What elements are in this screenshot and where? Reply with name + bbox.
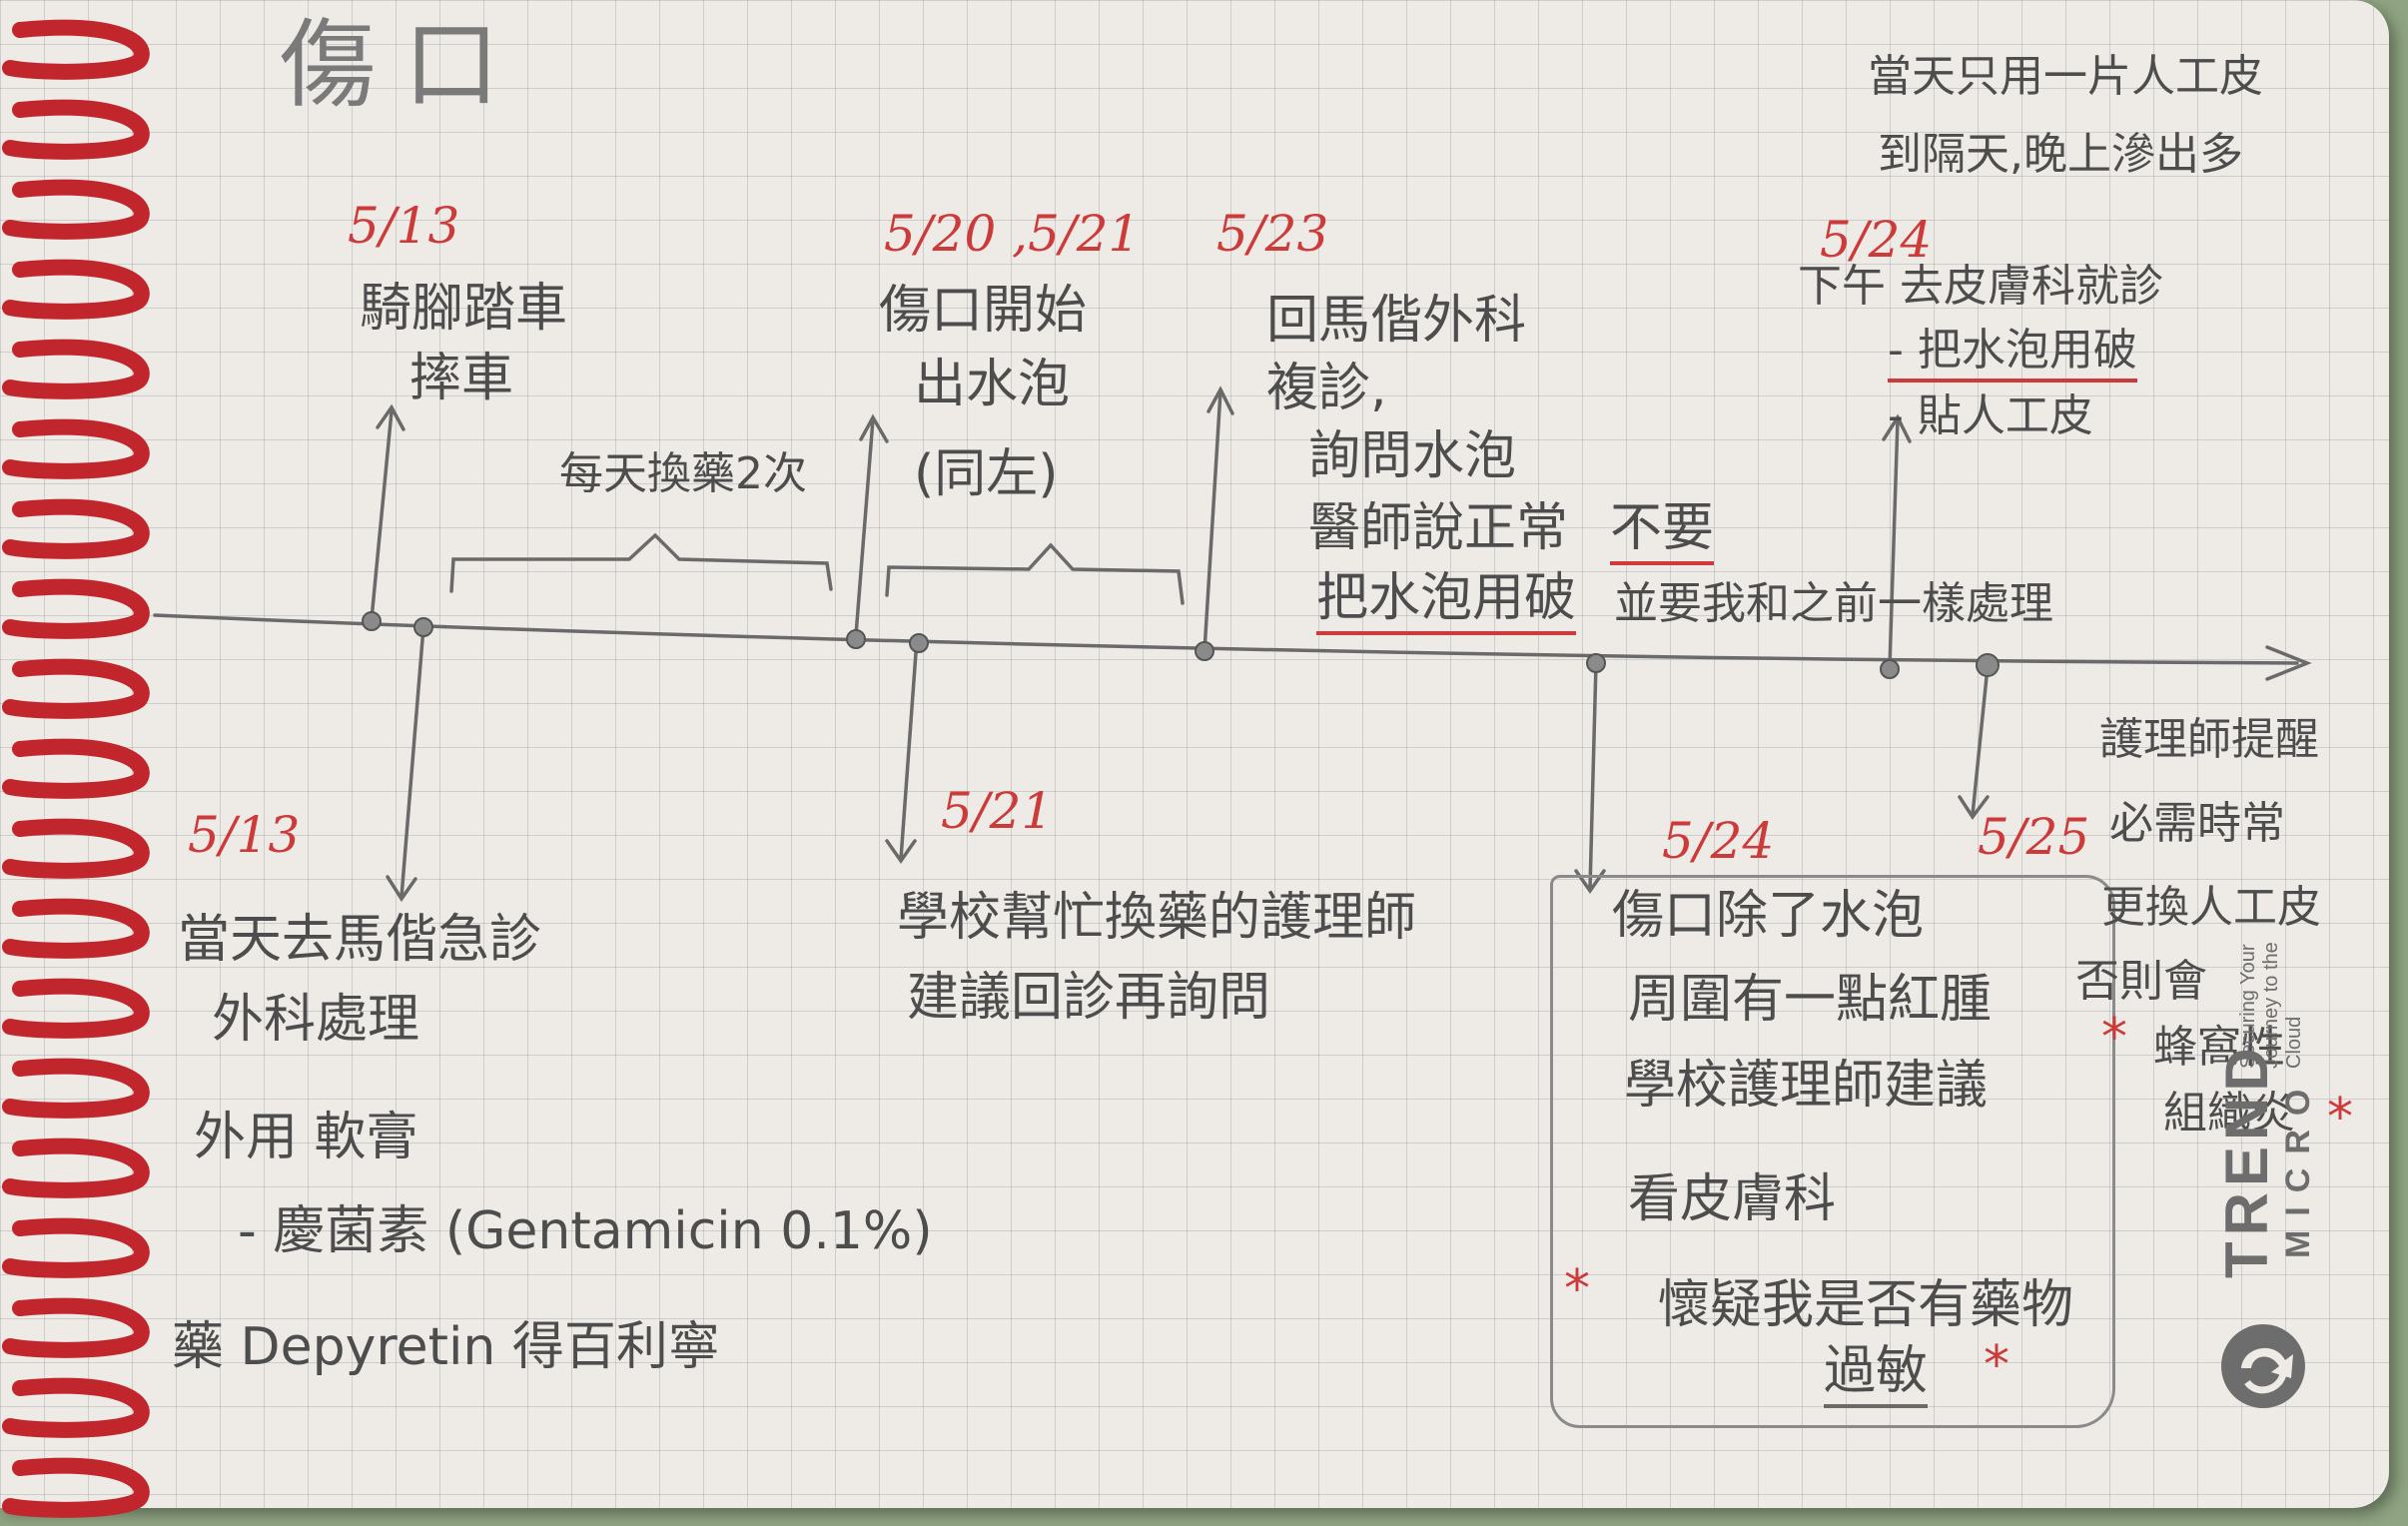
spiral-ring [2, 498, 150, 559]
right-note-line-3: 更換人工皮 [2101, 882, 2321, 933]
arrow-up-520 [854, 413, 889, 637]
event-524-line-3: - 貼人工皮 [1888, 390, 2093, 441]
timeline-dot [909, 633, 929, 653]
spiral-ring [2, 1217, 150, 1278]
arrow-up-513 [370, 403, 405, 621]
right-note-line-6: 組織炎 [2163, 1088, 2295, 1139]
spiral-ring [2, 19, 150, 80]
spiral-ring [2, 818, 150, 879]
date-label-525: 5/25 [1978, 808, 2090, 866]
spiral-ring [2, 418, 150, 479]
event-523-line-4: 醫師說正常 [1308, 498, 1569, 558]
top-note-line-2: 到隔天,晚上滲出多 [1878, 129, 2243, 180]
timeline-dot [1880, 659, 1900, 679]
event-524-line-2: - 把水泡用破 [1888, 325, 2137, 382]
star-mark: * [2101, 1008, 2127, 1068]
date-label-521: 5/21 [941, 782, 1054, 840]
spiral-ring [2, 978, 150, 1039]
event-524b-line-2: 周圍有一點紅腫 [1628, 970, 1993, 1030]
bracket-1 [449, 532, 833, 593]
spiral-ring [2, 1297, 150, 1358]
event-523-line-3: 詢問水泡 [1308, 426, 1517, 486]
spiral-ring [2, 179, 150, 240]
event-520-line-1: 傷口開始 [879, 281, 1088, 341]
event-521-line-2: 建議回診再詢問 [907, 968, 1271, 1028]
timeline-dot [1976, 653, 2000, 677]
event-513b-line-3: 外用 軟膏 [194, 1108, 418, 1167]
event-523-underlined-not: 不要 [1610, 498, 1715, 565]
brand-tagline: Securing Your Journey to the Cloud [2237, 942, 2305, 1069]
spiral-ring [2, 1377, 150, 1438]
bracket-2 [885, 542, 1185, 605]
event-520-line-3: (同左) [914, 444, 1059, 504]
event-513b-line-2: 外科處理 [212, 990, 420, 1050]
brand-wordmark-sub: MICRO [2279, 1075, 2317, 1258]
spiral-ring [2, 1058, 150, 1119]
date-label-524-bottom: 5/24 [1662, 812, 1775, 870]
star-mark: * [1984, 1335, 2009, 1395]
spiral-ring [2, 738, 150, 799]
arrow-down-513 [386, 625, 425, 903]
page-title: 傷口 [280, 9, 527, 121]
event-513b-line-4: - 慶菌素 (Gentamicin 0.1%) [238, 1201, 933, 1261]
top-note-line-1: 當天只用一片人工皮 [1868, 51, 2263, 102]
arrow-down-521 [885, 637, 919, 865]
star-mark: * [1564, 1259, 1590, 1319]
spiral-ring [2, 578, 150, 639]
date-label-513-bottom: 5/13 [188, 806, 301, 864]
arrow-up-524 [1882, 413, 1912, 669]
timeline-dot [846, 629, 866, 649]
spiral-ring [2, 99, 150, 160]
brand-wordmark: TREND [2213, 1042, 2280, 1278]
event-524b-line-6: 過敏 [1824, 1341, 1929, 1408]
event-524b-line-5: 懷疑我是否有藥物 [1658, 1275, 2074, 1335]
bracket-1-label: 每天換藥2次 [559, 448, 807, 499]
event-523-line-5: 把水泡用破 [1316, 568, 1577, 635]
event-513b-line-1: 當天去馬偕急診 [178, 910, 542, 970]
spiral-ring [2, 259, 150, 320]
date-label-520: 5/20 ,5/21 [884, 205, 1141, 263]
brand-logo-icon [2221, 1324, 2305, 1408]
event-513-line-1: 騎腳踏車 [360, 279, 568, 339]
event-524-line-1: 下午 去皮膚科就診 [1798, 261, 2163, 312]
arrow-down-524 [1574, 661, 1606, 895]
event-523-line-1: 回馬偕外科 [1266, 291, 1527, 351]
event-524b-line-4: 看皮膚科 [1628, 1169, 1837, 1229]
note-box-524 [1550, 875, 2115, 1428]
date-label-523: 5/23 [1216, 205, 1329, 263]
event-524b-line-3: 學校護理師建議 [1624, 1056, 1989, 1116]
arrow-down-525 [1958, 665, 1990, 821]
timeline-dot [413, 617, 433, 637]
event-524b-line-1: 傷口除了水泡 [1612, 886, 1925, 946]
spiral-ring [2, 898, 150, 959]
right-note-line-5: 蜂窩性 [2153, 1022, 2285, 1073]
spiral-binding [2, 19, 150, 1518]
date-label-513-top: 5/13 [348, 197, 460, 255]
event-521-line-1: 學校幫忙換藥的護理師 [897, 888, 1417, 948]
timeline-arrowhead [2265, 645, 2312, 681]
event-520-line-2: 出水泡 [914, 355, 1071, 414]
arrow-up-523 [1203, 385, 1234, 653]
event-523-line-6: 並要我和之前一樣處理 [1614, 578, 2053, 629]
event-513-line-2: 摔車 [409, 349, 514, 408]
right-note-line-1: 護理師提醒 [2099, 714, 2319, 765]
spiral-ring [2, 1457, 150, 1518]
spiral-ring [2, 658, 150, 719]
timeline-dot [1195, 641, 1214, 661]
timeline-dot [1586, 653, 1606, 673]
spiral-ring [2, 339, 150, 399]
spiral-ring [2, 1138, 150, 1198]
event-513b-line-5: 藥 Depyretin 得百利寧 [172, 1317, 720, 1377]
right-note-line-4: 否則會 [2075, 956, 2207, 1007]
right-note-line-2: 必需時常 [2109, 798, 2285, 849]
event-523-line-2: 複診, [1266, 359, 1387, 418]
star-mark: * [2327, 1088, 2353, 1147]
timeline-dot [362, 611, 382, 631]
date-label-524-top: 5/24 [1820, 211, 1933, 269]
